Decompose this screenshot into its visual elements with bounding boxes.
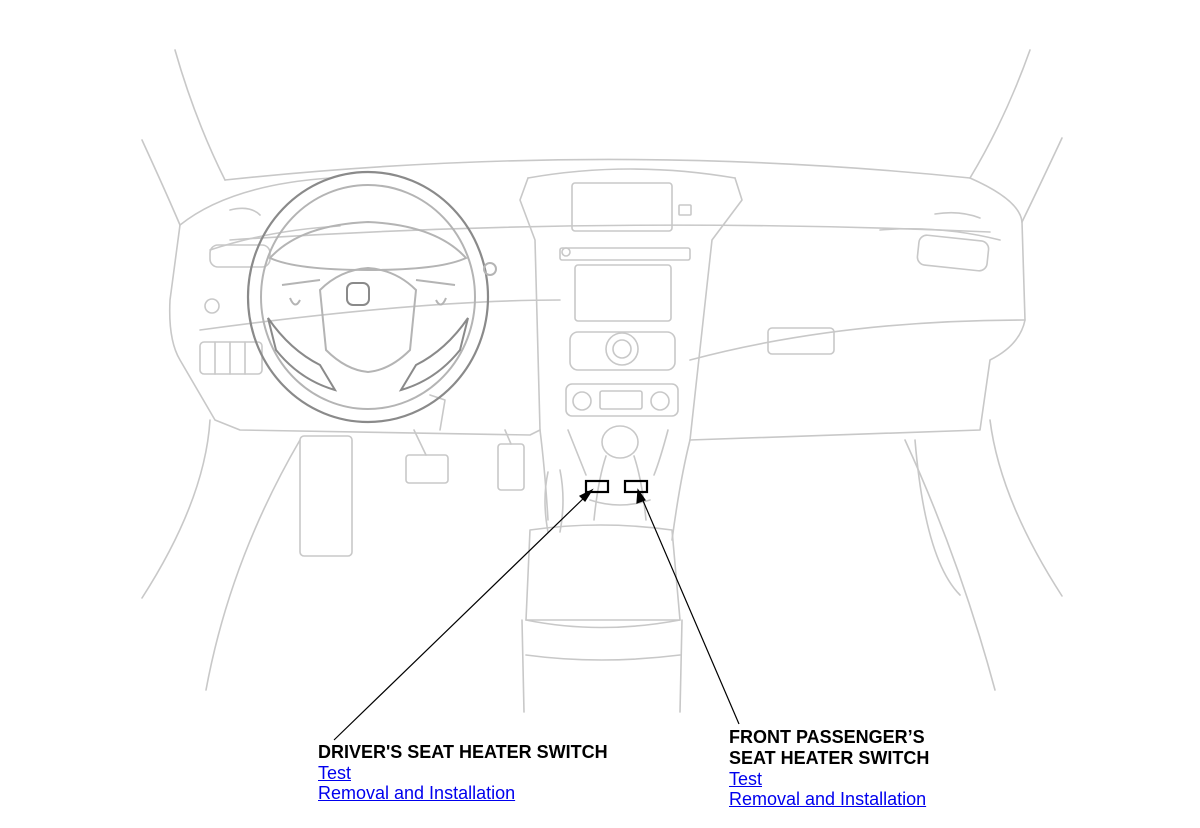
driver-test-link[interactable]: Test (318, 763, 352, 783)
passenger-seat-heater-callout: FRONT PASSENGER’S SEAT HEATER SWITCH Tes… (729, 727, 929, 809)
leader-lines (333, 488, 740, 741)
steering-wheel (246, 170, 497, 424)
passenger-seat-heater-title: FRONT PASSENGER’S SEAT HEATER SWITCH (729, 727, 930, 768)
driver-seat-heater-title: DRIVER'S SEAT HEATER SWITCH (318, 742, 608, 762)
dashboard-line-art (141, 49, 1063, 713)
passenger-seat-heater-switch-graphic (623, 479, 649, 494)
driver-removal-installation-link[interactable]: Removal and Installation (318, 783, 516, 803)
driver-seat-heater-callout: DRIVER'S SEAT HEATER SWITCH Test Removal… (318, 742, 608, 803)
passenger-arrowhead (636, 488, 646, 504)
driver-arrowhead (578, 488, 594, 502)
passenger-leader-line (640, 495, 740, 725)
passenger-removal-installation-link[interactable]: Removal and Installation (729, 789, 927, 809)
driver-leader-line (333, 493, 589, 741)
seat-heater-switches (584, 479, 649, 494)
passenger-test-link[interactable]: Test (729, 769, 763, 789)
driver-seat-heater-switch-graphic (584, 479, 610, 494)
